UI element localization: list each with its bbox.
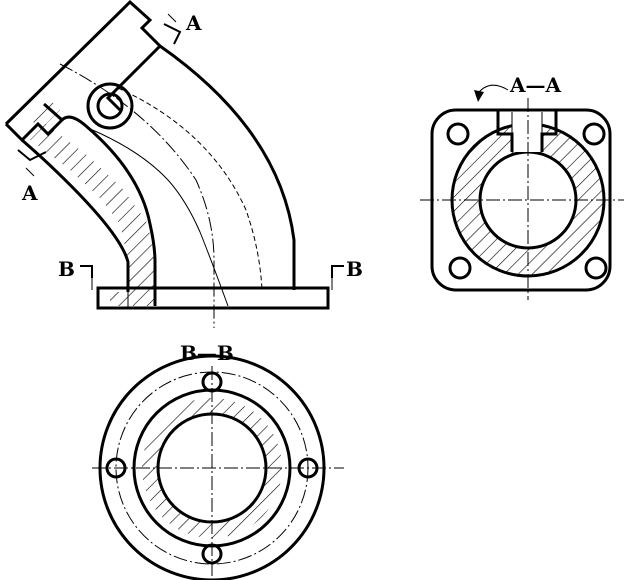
section-aa-title: A—A: [509, 73, 562, 97]
upper-flange-inner-step: [4, 102, 65, 143]
elbow-main-view: A A B B: [4, 0, 363, 328]
aa-ring-hatch: [452, 124, 605, 276]
elbow-outer-left-wall: [21, 138, 130, 292]
boss-hole: [96, 92, 124, 120]
section-bb-view: B—B: [92, 341, 344, 580]
boss-outer: [86, 82, 134, 130]
section-bb-title: B—B: [180, 341, 234, 365]
section-b-left-label: B: [58, 257, 75, 281]
section-a-top-label: A: [185, 11, 202, 35]
section-aa-view: A—A: [420, 73, 624, 300]
elbow-centerline: [59, 63, 215, 328]
section-a-top-arrow: [167, 13, 177, 23]
elbow-outer-right-wall: [159, 44, 296, 290]
aa-boss-slot-fill: [512, 112, 542, 152]
bore-curve-visible: [87, 127, 229, 307]
upper-flange-outline: [4, 0, 163, 126]
aa-hole-top-left: [446, 122, 470, 146]
lower-flange-hatch: [110, 292, 128, 306]
section-a-top-marker: [163, 23, 182, 45]
section-b-right-marker: [331, 265, 344, 278]
bore-hidden-line: [117, 87, 263, 291]
section-a-bottom-arrow: [25, 167, 35, 177]
section-b-right-label: B: [346, 257, 363, 281]
aa-boss-slot: [496, 110, 558, 152]
aa-hole-bottom-right: [584, 256, 608, 280]
section-aa-rotation-arrowhead: [474, 90, 484, 102]
bottom-flange: [96, 286, 330, 310]
elbow-inner-wall: [60, 115, 157, 306]
aa-hole-bottom-left: [448, 256, 472, 280]
aa-hole-top-right: [582, 122, 606, 146]
section-a-bottom-marker: [17, 149, 47, 162]
section-a-bottom-label: A: [21, 181, 38, 205]
section-b-left-marker: [80, 265, 93, 278]
